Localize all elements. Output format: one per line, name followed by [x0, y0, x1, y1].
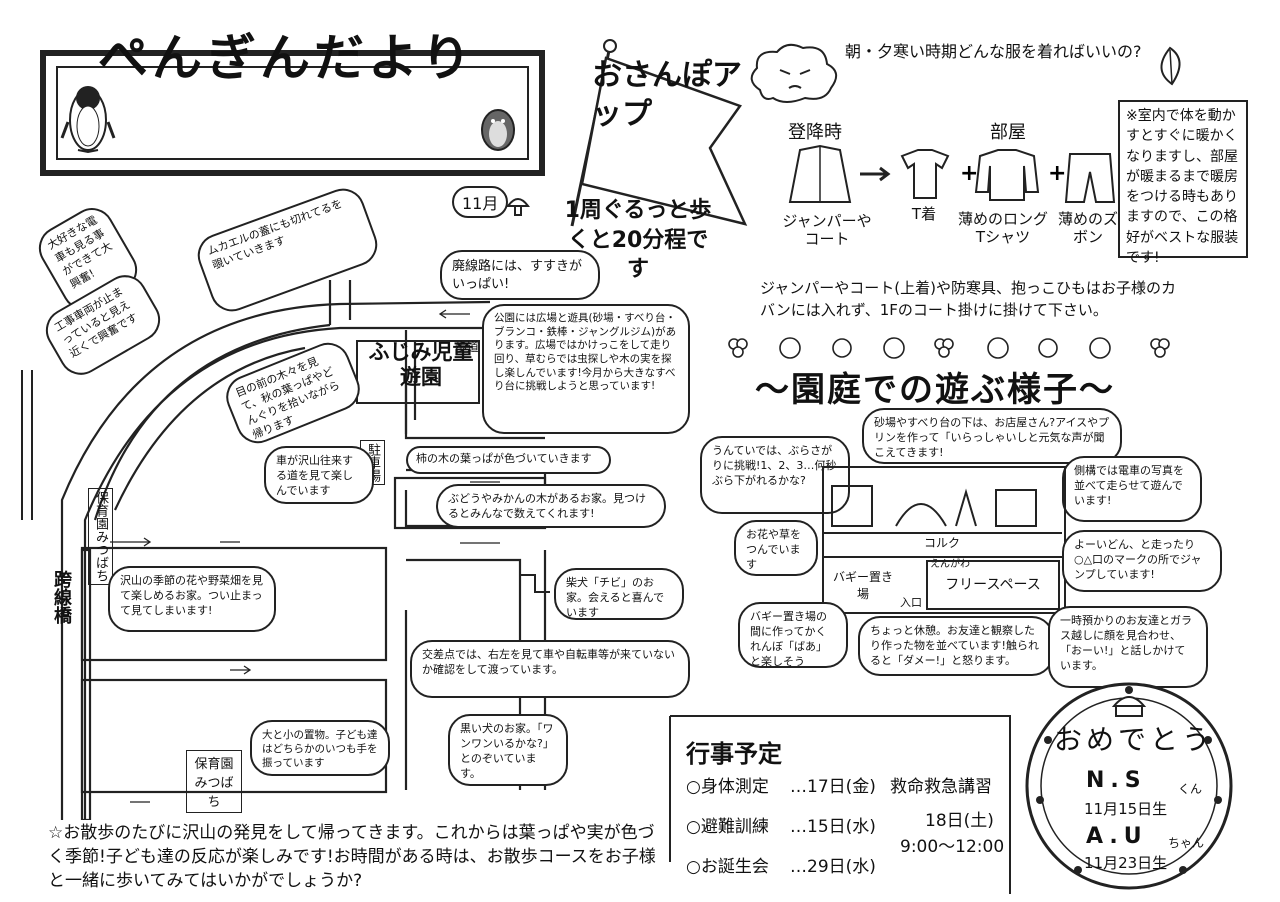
flag-title: おさんぽアップ [592, 58, 742, 132]
schedule-row-date: …15日(水) [790, 817, 876, 837]
map-bubble-persimmon: 柿の木の葉っぱが色づいていきます [406, 446, 611, 474]
map-bubble-traffic: 車が沢山往来する道を見て楽しんでいます [264, 446, 374, 504]
buggy-area-label: バギー置き場 [832, 570, 893, 601]
birthday-title: おめでとう [1053, 723, 1214, 756]
map-bubble-stone: 大と小の置物。子ども達はどちらかのいつも手を振っています [250, 720, 390, 776]
svg-text:+: + [960, 161, 978, 186]
birthday-kid-suffix: くん [1178, 782, 1203, 796]
schedule-title: 行事予定 [686, 740, 782, 768]
playground-equipment-graphic [831, 485, 1037, 527]
schedule-row-extra: 18日(土) [925, 811, 994, 831]
map-bubble-dog-house: 柴犬「チビ」のお家。会えると喜んでいます [554, 568, 684, 620]
garden-bubble-rest: ちょっと休憩。お友達と観察したり作った物を並べています!触られると「ダメー!」と… [858, 616, 1054, 676]
garden-bubble-jump: よーいどん、と走ったり○△口のマークの所でジャンプしています! [1062, 530, 1222, 592]
penguin-small-icon [481, 109, 515, 151]
birthday-medal [1025, 682, 1233, 890]
fruit-decoration-row [728, 337, 1170, 359]
leaf-icon [1160, 46, 1181, 86]
clothing-note-box: ※室内で体を動かすとすぐに暖かくなりますし、部屋が暖まるまで暖房をつける時もあり… [1118, 100, 1248, 266]
schedule-row-extra: 救命救急講習 [890, 777, 992, 797]
clothing-item-jacket: ジャンパーやコート [782, 212, 872, 248]
newsletter-title: ぺんぎんだより [98, 29, 475, 87]
schedule-frame [669, 715, 1011, 894]
park-name-label: ふじみ児童遊園 [368, 340, 474, 390]
clothing-item-pants: 薄めのズボン [1058, 210, 1119, 246]
flag-graphic [570, 39, 748, 227]
room-label: 部屋 [990, 122, 1026, 143]
schedule-row-date: …17日(金) [790, 777, 876, 797]
map-bubble-disused: 廃線路には、すすきがいっぱい! [440, 250, 600, 300]
birthday-kid-suffix: ちゃん [1168, 836, 1205, 850]
month-badge: 11月 [452, 186, 509, 218]
penguin-icon [60, 86, 116, 154]
garden-bubble-flowers: お花や草をつんでいます [734, 520, 818, 576]
map-bubble-crossing: 交差点では、右左を見て車や自転車等が来ていないか確認をして渡っています。 [410, 640, 690, 698]
birthday-kid-date: 11月23日生 [1084, 854, 1168, 872]
footer-note: ☆お散歩のたびに沢山の発見をして帰ってきます。これからは葉っぱや実が色づく季節!… [48, 823, 656, 891]
garden-bubble-buggy: バギー置き場の間に作ってかくれんぼ「ばあ」と楽しそう [738, 602, 848, 668]
nursery-top-label: 保育園みつばち [88, 488, 113, 585]
schedule-row-label: ○身体測定 [686, 777, 769, 797]
schedule-row-extra: 9:00〜12:00 [900, 837, 1005, 857]
map-bubble-grape: ぶどうやみかんの木があるお家。見つけるとみんなで数えてくれます! [436, 484, 666, 528]
birthday-kid-date: 11月15日生 [1084, 800, 1168, 818]
clothing-item-long-tshirt: 薄めのロングTシャツ [958, 210, 1049, 246]
map-bubble-park: 公園には広場と遊具(砂場・すべり台・ブランコ・鉄棒・ジャングルジム)があります。… [482, 304, 690, 434]
cloud-face-icon [750, 43, 838, 103]
garden-bubble-unte: うんていでは、ぶらさがりに挑戦!1、2、3…何秒ぶら下がれるかな? [700, 436, 850, 514]
title-banner [40, 50, 545, 176]
clothing-item-tshirt: T着 [911, 205, 937, 223]
clothing-question: 朝・夕寒い時期どんな服を着ればいいの? [845, 42, 1142, 61]
cork-area-label: コルク [822, 532, 1062, 558]
schedule-row-label: ○お誕生会 [686, 857, 769, 877]
map-bubble-flowers: 沢山の季節の花や野菜畑を見て楽しめるお家。つい止まって見てしまいます! [108, 566, 276, 632]
garden-bubble-friends: 一時預かりのお友達とガラス越しに顔を見合わせ、「おーい!」と話しかけています。 [1048, 606, 1208, 688]
clothing-illustrations: + + [788, 144, 1116, 203]
walk-time: 1周ぐるっと歩くと20分程です [564, 198, 712, 283]
garden-bubble-sand: 砂場やすべり台の下は、お店屋さん?アイスやプリンを作って「いらっしゃいしと元気な… [862, 408, 1122, 464]
clothing-instruction: ジャンパーやコート(上着)や防寒具、抱っこひもはお子様のカバンには入れず、1Fの… [760, 279, 1176, 319]
svg-text:+: + [1048, 161, 1066, 186]
nursery-bottom-label: 保育園みつばち [186, 750, 242, 813]
schedule-row-label: ○避難訓練 [686, 817, 769, 837]
arrival-label: 登降時 [788, 122, 842, 143]
birthday-kid-name: A.U [1086, 824, 1148, 849]
park-area [356, 340, 480, 404]
schedule-row-date: …29日(水) [790, 857, 876, 877]
bridge-label: 跨線橋 [51, 570, 72, 624]
step-label: えんがわ [930, 559, 970, 570]
free-space-label: フリースペース [926, 560, 1060, 610]
road-sign-label: 歩道 [455, 340, 480, 354]
entrance-label: 入口 [900, 596, 922, 609]
map-bubble-black-dog: 黒い犬のお家。「ワンワンいるかな?」とのぞいています。 [448, 714, 568, 786]
garden-title: 〜園庭での遊ぶ様子〜 [755, 370, 1115, 410]
mushroom-icon [506, 198, 530, 216]
birthday-kid-name: N.S [1086, 768, 1147, 793]
garden-bubble-train: 側構では電車の写真を並べて走らせて遊んでいます! [1062, 456, 1202, 522]
